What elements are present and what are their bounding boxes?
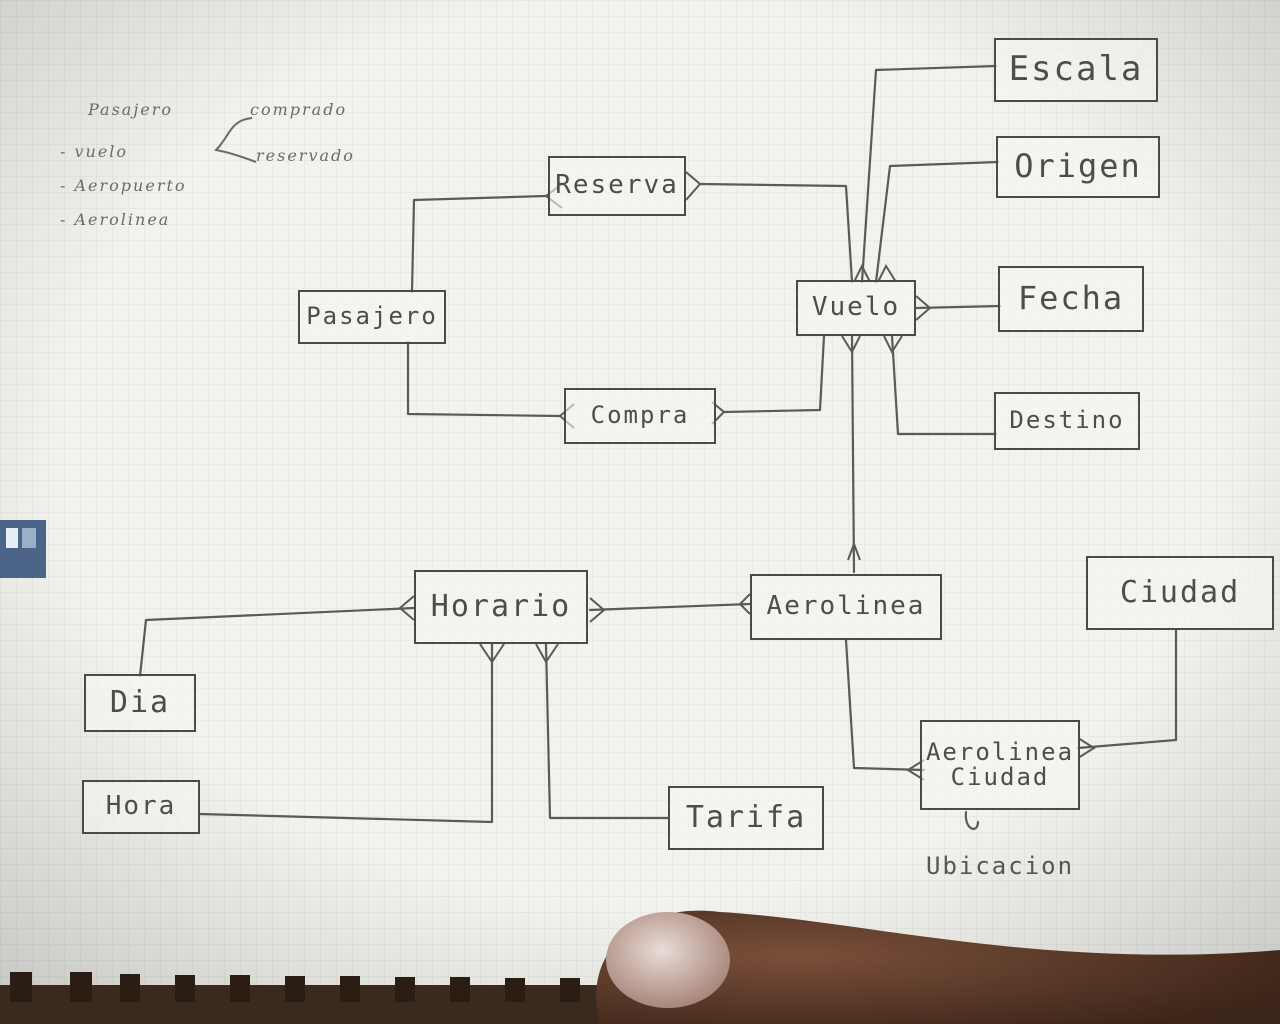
entity-dia: Dia (84, 674, 196, 732)
entity-aerolinea: Aerolinea (750, 574, 942, 640)
entity-horario: Horario (414, 570, 588, 644)
note-aerolinea: - Aerolinea (60, 210, 171, 229)
note-vuelo: - vuelo (60, 142, 129, 161)
note-reservado: reservado (256, 146, 355, 165)
note-pasajero: Pasajero (88, 100, 174, 119)
entity-ciudad: Ciudad (1086, 556, 1274, 630)
entity-aerolinea-ciudad-line1: Aerolinea (925, 737, 1075, 766)
note-comprado: comprado (250, 100, 348, 119)
entity-pasajero: Pasajero (298, 290, 446, 344)
attribute-ubicacion: Ubicacion (926, 852, 1075, 880)
entity-escala: Escala (994, 38, 1158, 102)
note-aeropuerto: - Aeropuerto (60, 176, 187, 195)
note-brace (213, 117, 257, 163)
entity-vuelo: Vuelo (796, 280, 916, 336)
entity-aerolinea-ciudad-line2: Ciudad (950, 763, 1050, 791)
entity-fecha: Fecha (998, 266, 1144, 332)
entity-hora: Hora (82, 780, 200, 834)
entity-compra: Compra (564, 388, 716, 444)
entity-origen: Origen (996, 136, 1160, 198)
relationship-lines (138, 64, 1178, 830)
thumb (596, 910, 1280, 1024)
entity-reserva: Reserva (548, 156, 686, 216)
entity-tarifa: Tarifa (668, 786, 824, 850)
entity-destino: Destino (994, 392, 1140, 450)
entity-aerolinea-ciudad: Aerolinea Ciudad (920, 720, 1080, 810)
